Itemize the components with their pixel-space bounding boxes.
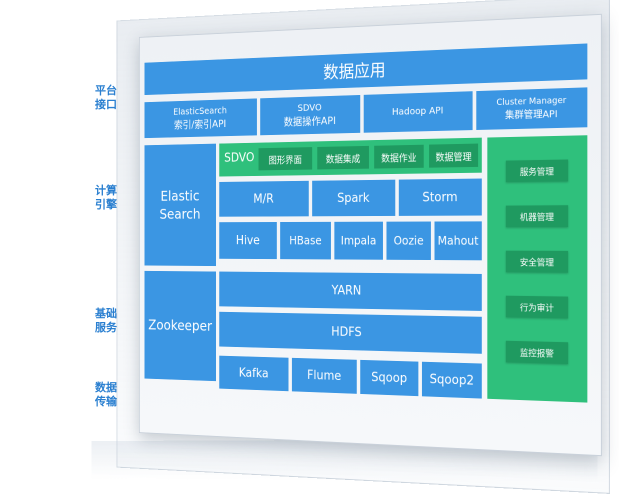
- transport-sqoop2: Sqoop2: [422, 362, 482, 399]
- transport-flume: Flume: [292, 358, 357, 394]
- side-label-compute: 计算 引擎: [88, 184, 124, 212]
- compute-hbase: HBase: [280, 222, 331, 260]
- compute-impala: Impala: [334, 222, 383, 260]
- architecture-scene: 数据应用 ElasticSearch索引/索引API SDVO数据操作API H…: [130, 0, 598, 470]
- side-label-platform: 平台 接口: [88, 84, 124, 112]
- api-cluster-manager: Cluster Manager集群管理API: [476, 87, 587, 130]
- api-hadoop: Hadoop API: [364, 91, 473, 133]
- machine-management: 机器管理: [506, 205, 568, 227]
- zookeeper-block: Zookeeper: [144, 271, 216, 381]
- sdvo-tab-integration: 数据集成: [317, 146, 369, 170]
- transport-sqoop: Sqoop: [360, 360, 418, 396]
- monitoring-alert: 监控报警: [506, 341, 568, 364]
- side-label-transport: 数据 传输: [88, 381, 124, 409]
- architecture-panel: 数据应用 ElasticSearch索引/索引API SDVO数据操作API H…: [139, 14, 602, 456]
- sdvo-tab-management: 数据管理: [429, 144, 478, 168]
- api-elasticsearch: ElasticSearch索引/索引API: [144, 98, 256, 138]
- compute-oozie: Oozie: [386, 222, 430, 260]
- behavior-audit: 行为审计: [506, 296, 568, 319]
- compute-storm: Storm: [399, 179, 482, 216]
- elasticsearch-block: Elastic Search: [144, 144, 216, 266]
- sdvo-tab-jobs: 数据作业: [374, 145, 424, 169]
- transport-kafka: Kafka: [219, 356, 288, 392]
- compute-spark: Spark: [312, 180, 395, 217]
- service-management: 服务管理: [506, 160, 568, 183]
- sdvo-bar: SDVO 图形界面 数据集成 数据作业 数据管理: [219, 138, 482, 177]
- base-yarn: YARN: [219, 272, 482, 311]
- compute-mr: M/R: [219, 181, 309, 217]
- api-sdvo: SDVO数据操作API: [260, 95, 360, 135]
- side-label-base: 基础 服务: [88, 307, 124, 335]
- compute-hive: Hive: [219, 222, 277, 259]
- sdvo-label: SDVO: [224, 151, 254, 165]
- management-column: 服务管理 机器管理 安全管理 行为审计 监控报警: [487, 135, 587, 402]
- compute-mahout: Mahout: [434, 221, 481, 260]
- data-application-bar: 数据应用: [144, 43, 587, 95]
- base-hdfs: HDFS: [219, 312, 482, 354]
- sdvo-tab-gui: 图形界面: [259, 147, 313, 170]
- security-management: 安全管理: [506, 251, 568, 273]
